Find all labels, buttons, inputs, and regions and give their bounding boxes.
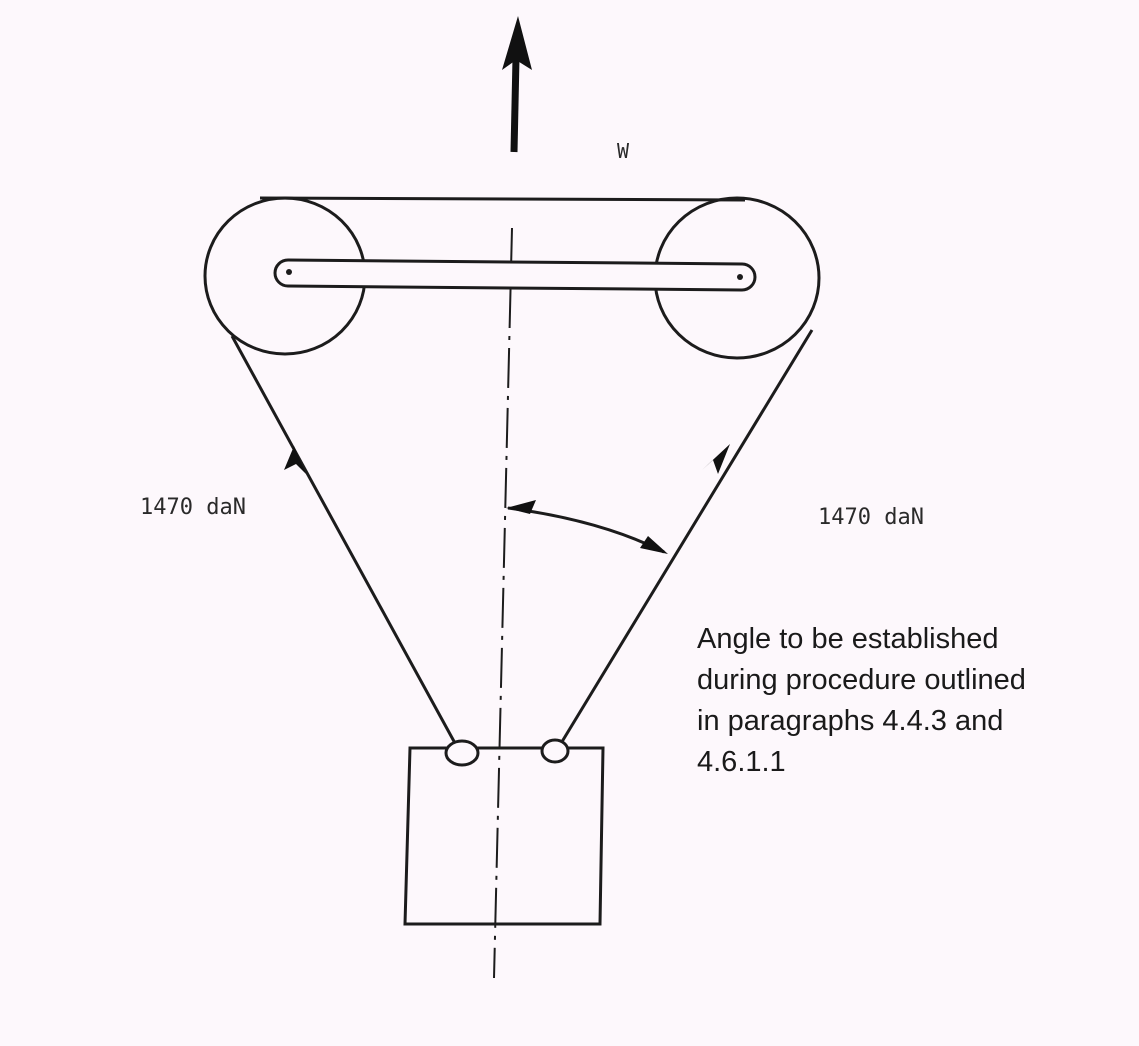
pull-arrow-shaft <box>510 57 520 153</box>
top-belt <box>259 196 746 202</box>
angle-note-line-4: 4.6.1.1 <box>697 746 786 778</box>
connecting-bar <box>273 258 757 292</box>
load-label: W <box>617 139 630 163</box>
bar-pivot-right <box>737 274 743 280</box>
angle-note-line-2: during procedure outlined <box>697 664 1026 696</box>
left-strap <box>230 335 458 746</box>
pull-arrow <box>502 16 532 153</box>
left-force-label: 1470 daN <box>140 495 246 520</box>
right-attachment-eye <box>540 738 570 764</box>
anchor-block <box>403 746 605 926</box>
left-strap-arrow <box>284 446 306 474</box>
left-attachment-eye <box>444 739 480 767</box>
angle-note-line-1: Angle to be established <box>697 623 999 655</box>
right-strap-arrow <box>702 444 730 474</box>
centre-line <box>493 227 513 979</box>
bar-pivot-left <box>286 269 292 275</box>
angle-note: Angle to be established during procedure… <box>697 623 1026 778</box>
right-force-label: 1470 daN <box>818 505 924 530</box>
angle-arc-arrow-left <box>506 500 536 514</box>
right-strap <box>558 329 814 746</box>
angle-arc <box>507 506 665 554</box>
pull-arrow-head <box>502 16 532 70</box>
angle-note-line-3: in paragraphs 4.4.3 and <box>697 705 1003 737</box>
angle-arc-arrow-right <box>640 536 668 554</box>
